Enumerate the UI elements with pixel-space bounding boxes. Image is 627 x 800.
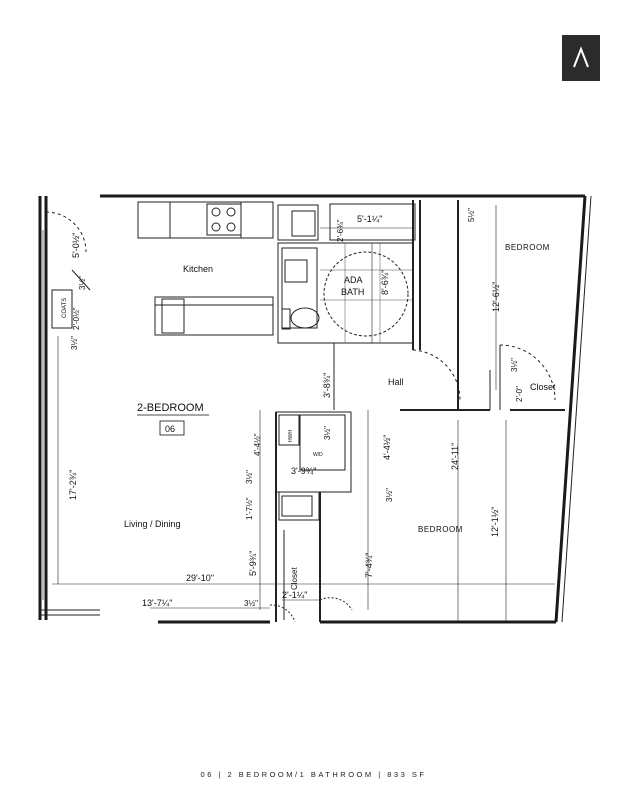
dim-13-7-25: 13'-7¼" [142, 598, 172, 608]
room-label-hwh: HWH [288, 430, 294, 442]
dim-7-4-75: 7'-4¾" [364, 553, 374, 578]
dim-3-9-75: 3'-9¾" [291, 466, 316, 476]
dim-3-5-e: 3½" [245, 470, 254, 484]
plan-caption: 06 | 2 BEDROOM/1 BATHROOM | 833 SF [200, 770, 427, 779]
dimension-lines [52, 205, 555, 622]
dim-24-11: 24'-11" [450, 443, 460, 470]
dim-29-10: 29'-10" [186, 573, 214, 583]
room-label-ada-bath-2: BATH [341, 287, 364, 297]
dim-2-0-5: 2'-0½" [72, 307, 81, 330]
dim-3-5-b: 3½" [70, 336, 79, 350]
unit-name: 2-BEDROOM [137, 402, 204, 414]
room-label-ada-bath-1: ADA [344, 275, 363, 285]
dim-3-8-75: 3'-8¾" [322, 373, 332, 398]
dim-3-5-a: 3½" [78, 276, 87, 290]
exterior-walls [38, 194, 587, 624]
dim-4-4-5: 4'-4½" [253, 433, 262, 456]
room-label-coats: COATS [62, 298, 68, 318]
dim-2-6-75: 2'-6¾" [336, 219, 345, 242]
room-label-wd: W/D [313, 452, 323, 458]
dim-3-5-d: 3½" [323, 426, 332, 440]
coats-closet [51, 289, 73, 329]
dim-3-5-c: 3½" [510, 358, 519, 372]
dim-1-7-5: 1'-7½" [245, 497, 254, 520]
dim-8-6-75: 8'-6¾" [380, 270, 390, 295]
room-label-closet-south: Closet [290, 567, 299, 590]
kitchen-island [154, 296, 274, 336]
dim-17-2-75: 17'-2¾" [68, 470, 78, 500]
kitchen-counter [137, 201, 274, 239]
dim-2-0: 2'-0" [515, 386, 524, 402]
dim-4-4-5-b: 4'-4½" [382, 435, 392, 460]
dim-12-1-5: 12'-1½" [490, 507, 500, 537]
room-label-closet-east: Closet [530, 382, 556, 392]
dim-3-5-f: 3½" [385, 488, 394, 502]
dim-12-6-5: 12'-6½" [491, 282, 501, 312]
room-label-hall: Hall [388, 377, 404, 387]
dim-5-5: 5½" [467, 208, 476, 222]
stylized-a-logo-icon [562, 35, 600, 81]
unit-number: 06 [165, 424, 175, 434]
room-label-kitchen: Kitchen [183, 264, 213, 274]
dim-3-5-g: 3½" [244, 599, 258, 608]
unit-number-box [159, 420, 185, 436]
ada-bathroom [277, 203, 416, 344]
room-label-living-dining: Living / Dining [124, 519, 181, 529]
dim-2-1-25: 2'-1¼" [282, 590, 307, 600]
room-label-bedroom-south: BEDROOM [418, 525, 463, 534]
dim-5-9-75: 5'-9¾" [248, 551, 258, 576]
dim-5-1-25: 5'-1¼" [357, 214, 382, 224]
dim-5-0-5: 5'-0½" [71, 233, 81, 258]
room-label-bedroom-north: BEDROOM [505, 243, 550, 252]
